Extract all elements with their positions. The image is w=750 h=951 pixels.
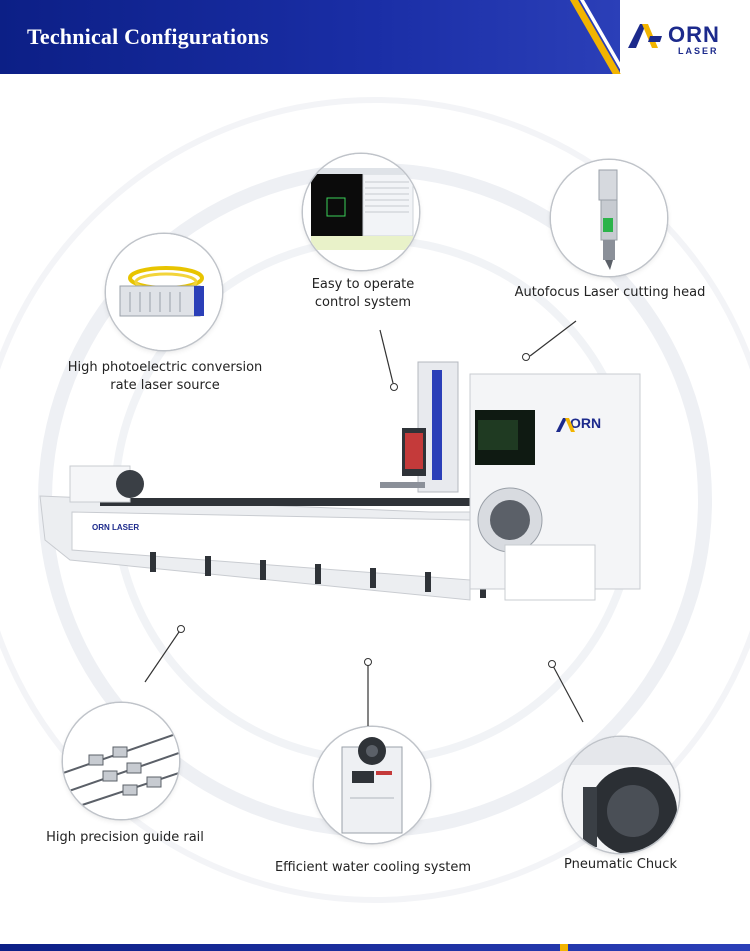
label-line: Pneumatic Chuck	[564, 857, 677, 872]
feature-label-guide-rail: High precision guide rail	[30, 829, 220, 847]
feature-circle-guide-rail	[63, 703, 179, 819]
label-line: Autofocus Laser cutting head	[514, 285, 706, 300]
label-line: High photoelectric conversion	[67, 360, 263, 375]
label-line: High precision guide rail	[46, 830, 204, 845]
callout-dot-water-cooling	[364, 658, 372, 666]
logo-mark-icon	[628, 24, 662, 48]
pneumatic-chuck-image	[563, 737, 679, 853]
callout-dot-cutting-head	[522, 353, 530, 361]
label-line: rate laser source	[110, 378, 220, 393]
label-line: control system	[314, 295, 412, 310]
header-blue-band	[0, 0, 620, 74]
brand-logo: ORN LASER	[628, 22, 728, 58]
feature-circle-pneumatic-chuck	[563, 737, 679, 853]
feature-label-water-cooling: Efficient water cooling system	[262, 859, 484, 877]
footer-band	[0, 944, 750, 951]
footer-yellow-stripe	[560, 944, 568, 951]
page-title: Technical Configurations	[27, 24, 269, 49]
logo-text: ORN	[668, 22, 720, 47]
feature-circle-control-system	[303, 154, 419, 270]
feature-label-pneumatic-chuck: Pneumatic Chuck	[548, 856, 693, 874]
laser-head-image	[551, 160, 667, 276]
label-line: Easy to operate	[311, 277, 415, 292]
callout-dot-guide-rail	[177, 625, 185, 633]
label-line: Efficient water cooling system	[274, 860, 472, 875]
feature-label-cutting-head: Autofocus Laser cutting head	[505, 284, 715, 302]
guide-rail-image	[63, 703, 179, 819]
svg-text:ORN: ORN	[570, 415, 601, 431]
laser-source-image	[106, 234, 222, 350]
water-chiller-image	[314, 727, 430, 843]
header-banner: Technical Configurations ORN LASER	[0, 0, 750, 74]
logo-subtext: LASER	[678, 46, 719, 56]
callout-dot-control-system	[390, 383, 398, 391]
feature-label-laser-source: High photoelectric conversion rate laser…	[55, 359, 275, 395]
callout-dot-pneumatic-chuck	[548, 660, 556, 668]
machine-strip-text: ORN LASER	[92, 523, 139, 532]
feature-circle-water-cooling	[314, 727, 430, 843]
feature-circle-laser-source	[106, 234, 222, 350]
feature-label-control-system: Easy to operate control system	[288, 276, 438, 312]
control-software-screenshot	[303, 154, 419, 270]
feature-circle-cutting-head	[551, 160, 667, 276]
